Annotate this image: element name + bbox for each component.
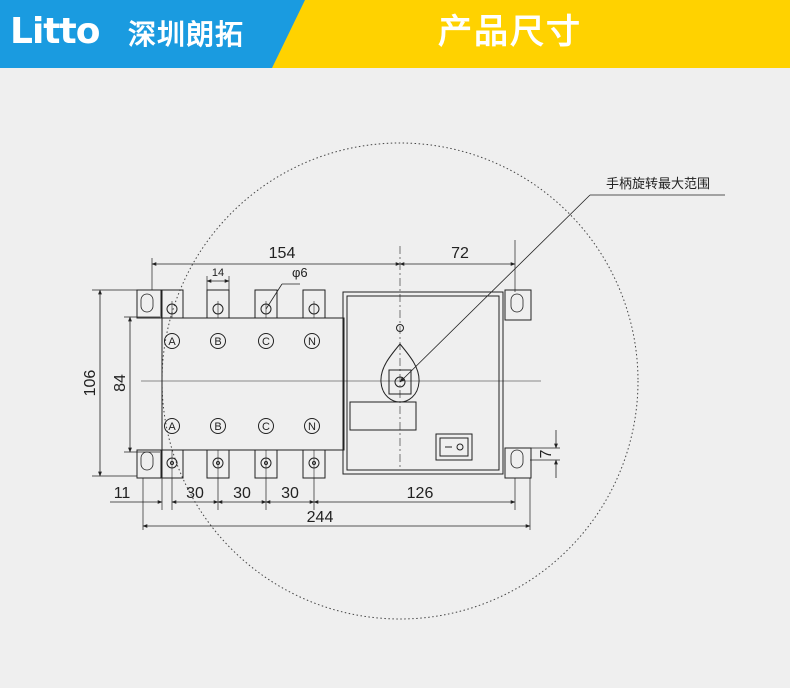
dim-top-span: 154 [269,245,296,262]
dim-height-outer: 106 [82,370,99,397]
dim-pitch-3: 30 [281,485,299,502]
terminal-top-a [160,289,184,319]
dim-pitch-1: 30 [186,485,204,502]
phase-labels-top: A B C N [164,333,320,349]
phase-label-bottom-a: A [168,421,176,433]
header-blue-band [0,0,305,68]
phase-label-bottom-b: B [214,421,221,433]
dimension-lines [98,194,725,528]
terminal-bottom-c [254,449,278,479]
section-title: 产品尺寸 [438,12,582,52]
terminal-bottom-n [302,449,326,479]
terminal-top-b [206,289,230,319]
terminal-bottom-b [206,449,230,479]
dim-terminal-width: 14 [212,267,224,279]
dim-hole-diameter: φ6 [292,265,308,280]
dim-pitch-2: 30 [233,485,251,502]
dim-right-body: 126 [407,485,434,502]
phase-label-top-a: A [168,336,176,348]
phase-label-top-c: C [262,336,270,348]
handle-rotation-range-circle [161,142,639,620]
dim-overall-width: 244 [307,509,334,526]
header-banner: Litto 深圳朗拓 产品尺寸 [0,0,790,68]
dim-bracket-height: 7 [538,449,555,458]
brand-logo: Litto [10,11,100,52]
header-background [0,0,790,68]
dimension-drawing: A B C N A B C N [82,142,725,620]
phase-label-top-n: N [308,336,316,348]
terminals-top [160,289,326,319]
dim-right-span: 72 [451,245,469,262]
dim-left-offset: 11 [114,485,131,502]
terminal-bottom-a [160,449,184,479]
switch-body [136,289,541,479]
phase-label-bottom-c: C [262,421,270,433]
dim-height-inner: 84 [112,374,129,392]
handle-rotation-note: 手柄旋转最大范围 [606,177,710,192]
terminal-top-n [302,289,326,319]
terminals-bottom [160,449,326,479]
mechanism-box [342,246,504,475]
terminal-top-c [254,289,278,319]
phase-label-bottom-n: N [308,421,316,433]
company-name: 深圳朗拓 [128,18,245,51]
phase-label-top-b: B [214,336,221,348]
phase-labels-bottom: A B C N [164,418,320,434]
